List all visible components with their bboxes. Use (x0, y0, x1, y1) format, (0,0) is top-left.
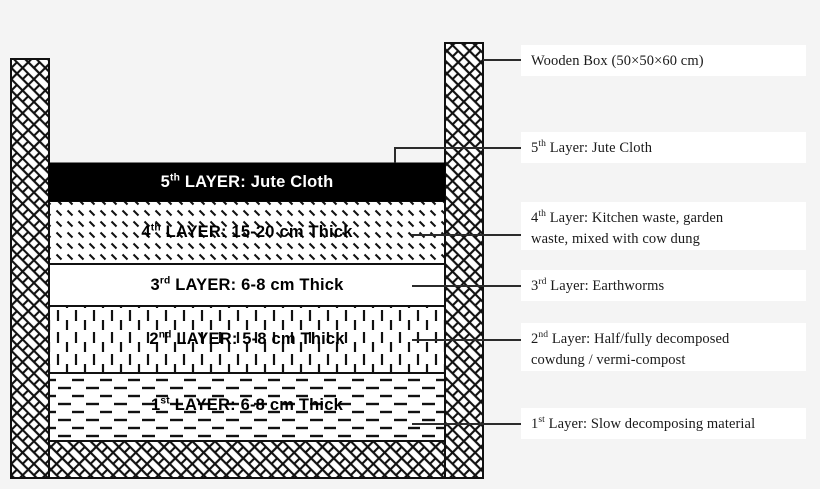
label-layer-1-ordinal: st (538, 414, 545, 426)
layer-2-cowdung-vermicompost (48, 305, 446, 374)
wooden-box-left-wall (10, 58, 50, 479)
layer-1-slow-decomposing-material (48, 372, 446, 442)
layer-5-jute-cloth (48, 162, 446, 202)
wooden-box-floor (48, 440, 446, 479)
label-layer-3-number: 3 (531, 278, 539, 294)
label-layer-3-text: Layer: Earthworms (546, 278, 665, 294)
leader-lines (394, 59, 521, 425)
label-layer-5-text: Layer: Jute Cloth (546, 140, 653, 156)
wooden-box-right-wall (444, 42, 484, 479)
label-layer-2-number: 2 (531, 331, 539, 347)
label-layer-2-text-line2: cowdung / vermi-compost (531, 351, 686, 368)
label-layer-5-ordinal: th (538, 138, 546, 150)
label-layer-5-number: 5 (531, 140, 539, 156)
label-layer-1: 1st Layer: Slow decomposing material (521, 408, 806, 439)
label-layer-4-ordinal: th (538, 208, 546, 220)
layer-3-earthworms (48, 263, 446, 307)
label-layer-3-ordinal: rd (538, 276, 547, 288)
layer-4-kitchen-garden-waste (48, 200, 446, 265)
label-layer-3: 3rd Layer: Earthworms (521, 270, 806, 301)
label-layer-4: 4th Layer: Kitchen waste, garden waste, … (521, 202, 806, 250)
label-layer-4-number: 4 (531, 210, 539, 226)
label-layer-5: 5th Layer: Jute Cloth (521, 132, 806, 163)
label-layer-1-number: 1 (531, 416, 539, 432)
label-wooden-box: Wooden Box (50×50×60 cm) (521, 45, 806, 76)
label-layer-2: 2nd Layer: Half/fully decomposed cowdung… (521, 323, 806, 371)
label-layer-4-text-line2: waste, mixed with cow dung (531, 230, 700, 247)
label-layer-2-ordinal: nd (538, 329, 549, 341)
label-layer-1-text: Layer: Slow decomposing material (544, 416, 756, 432)
label-layer-4-text: Layer: Kitchen waste, garden (546, 210, 724, 226)
label-layer-2-text: Layer: Half/fully decomposed (548, 331, 730, 347)
label-wooden-box-text: Wooden Box (50×50×60 cm) (531, 53, 704, 69)
leader-layer-5 (394, 147, 521, 163)
